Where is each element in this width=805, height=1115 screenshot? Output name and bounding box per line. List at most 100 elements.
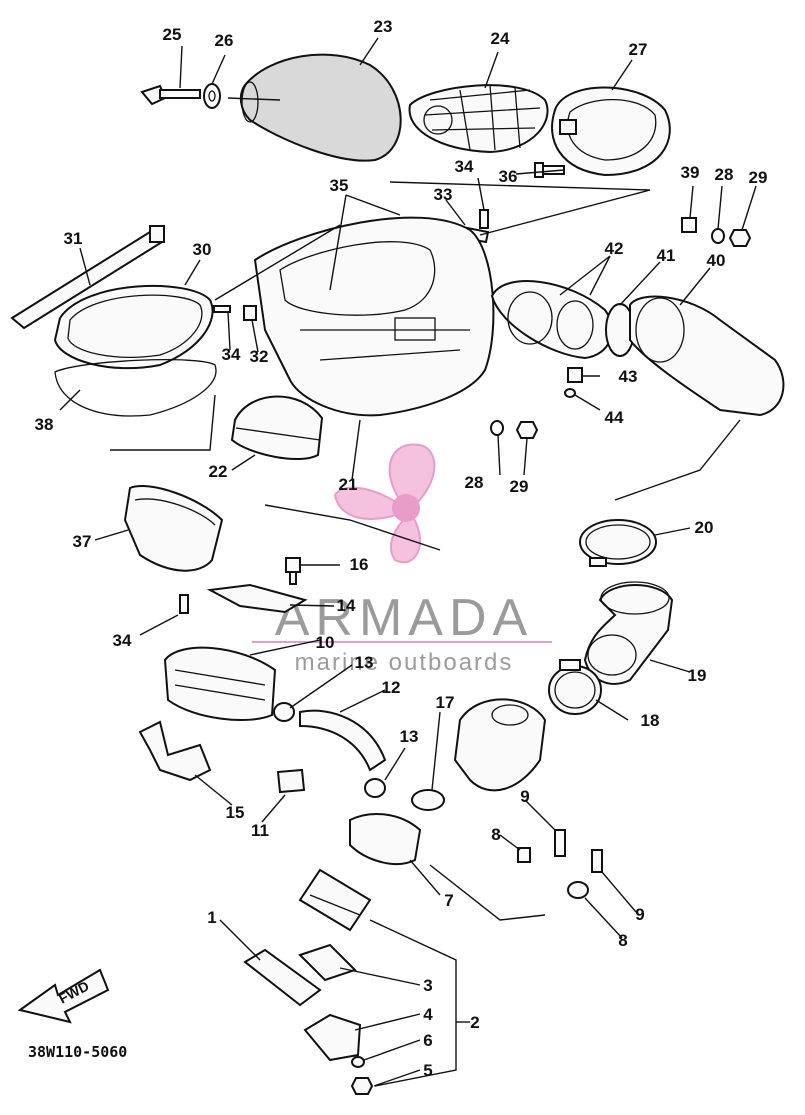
part-21-air-box	[253, 216, 495, 417]
part-8-screw-upper	[517, 847, 531, 863]
callout-11: 11	[251, 821, 269, 840]
callout-44: 44	[605, 408, 624, 427]
callout-9-upper: 9	[520, 787, 529, 806]
part-37-side-cover	[123, 485, 224, 572]
propeller-logo	[333, 443, 436, 564]
part-9-bolt-lower	[591, 849, 603, 873]
watermark-brand: ARMADA	[275, 589, 533, 647]
callout-22: 22	[209, 462, 228, 481]
callout-4: 4	[423, 1005, 433, 1024]
part-8-screw-lower	[567, 881, 589, 899]
part-1-gasket	[243, 948, 322, 1007]
callout-42: 42	[605, 239, 624, 258]
callout-37: 37	[73, 532, 92, 551]
callout-31: 31	[64, 229, 83, 248]
part-16-bolt	[285, 557, 301, 585]
watermark-tagline: marine outboards	[295, 649, 514, 676]
part-5-screw	[350, 1077, 374, 1095]
callout-36: 36	[499, 167, 518, 186]
part-19-rubber-elbow	[583, 581, 674, 685]
callout-17: 17	[436, 693, 455, 712]
callout-25: 25	[163, 25, 182, 44]
callout-34-top: 34	[455, 157, 474, 176]
part-11-label	[276, 768, 306, 794]
callout-35: 35	[330, 176, 349, 195]
callout-15: 15	[226, 803, 245, 822]
part-42-duct-rings	[490, 280, 614, 360]
callout-41: 41	[657, 246, 676, 265]
callout-34-left: 34	[222, 345, 241, 364]
callout-33: 33	[434, 185, 453, 204]
part-28-washer-top	[711, 228, 725, 244]
part-9-bolt-upper	[554, 829, 566, 857]
callout-13-upper: 13	[355, 653, 374, 672]
callout-38: 38	[35, 415, 54, 434]
fwd-direction-arrow: FWD	[17, 968, 110, 1024]
part-44-washer	[564, 388, 576, 398]
part-4-stopper	[303, 1013, 362, 1062]
callout-19: 19	[688, 666, 707, 685]
part-17-clamp	[411, 789, 445, 811]
callout-28-mid: 28	[465, 473, 484, 492]
callout-23: 23	[374, 17, 393, 36]
callout-5: 5	[423, 1061, 432, 1080]
part-25-wing-bolt	[140, 84, 201, 106]
callout-14: 14	[337, 596, 356, 615]
part-18-hose-clamp	[548, 659, 602, 715]
drawing-code: 38W110-5060	[28, 1043, 127, 1061]
callout-16: 16	[350, 555, 369, 574]
callout-32: 32	[250, 347, 269, 366]
callout-7: 7	[444, 891, 453, 910]
callout-9-lower: 9	[635, 905, 644, 924]
part-34-screw-low	[179, 594, 189, 614]
part-31-strap	[10, 225, 165, 330]
part-14-bracket	[206, 583, 308, 614]
part-43-bolt	[567, 367, 583, 383]
leader-lines	[59, 37, 757, 1087]
part-22-cover	[230, 395, 324, 461]
part-32-clip	[243, 305, 257, 321]
callout-26: 26	[215, 31, 234, 50]
part-10-intake-silencer	[163, 646, 277, 721]
part-reed-valve	[298, 868, 372, 932]
part-13-clamp-upper	[273, 702, 295, 722]
callout-29-top: 29	[749, 168, 768, 187]
part-23-air-filter-element	[239, 53, 402, 162]
callout-39: 39	[681, 163, 700, 182]
part-34-screw-left	[213, 305, 231, 313]
callout-34-low: 34	[113, 631, 132, 650]
part-39-nut	[681, 217, 697, 233]
part-12-hose	[299, 709, 387, 772]
part-3-reed-petals	[298, 943, 357, 982]
callout-43: 43	[619, 367, 638, 386]
part-38-base-gasket	[54, 359, 217, 417]
part-7-carb-body	[349, 813, 422, 865]
callout-30: 30	[193, 240, 212, 259]
part-13-clamp-lower	[364, 778, 386, 798]
part-29-nut-top	[728, 229, 752, 247]
callout-29-mid: 29	[510, 477, 529, 496]
part-15-bracket	[138, 720, 212, 782]
throttle-body	[453, 698, 547, 792]
callout-20: 20	[695, 518, 714, 537]
callout-21: 21	[339, 475, 358, 494]
part-26-washer	[203, 83, 221, 109]
callout-24: 24	[491, 29, 510, 48]
part-20-hose-clamp	[579, 519, 657, 567]
callout-numbers: 25 26 23 24 27 34 36 39 28 29 35 33 31 3…	[35, 17, 768, 1080]
part-29-nut-mid	[515, 421, 539, 439]
part-24-filter-cage	[408, 84, 549, 154]
callout-1: 1	[207, 908, 216, 927]
callout-28-top: 28	[715, 165, 734, 184]
callout-10: 10	[316, 633, 335, 652]
callout-27: 27	[629, 40, 648, 59]
callout-2: 2	[470, 1013, 479, 1032]
callout-40: 40	[707, 251, 726, 270]
callout-8-upper: 8	[491, 825, 500, 844]
callout-6: 6	[423, 1031, 432, 1050]
callout-3: 3	[423, 976, 432, 995]
callout-8-lower: 8	[618, 931, 627, 950]
callout-18: 18	[641, 711, 660, 730]
callout-13-lower: 13	[400, 727, 419, 746]
